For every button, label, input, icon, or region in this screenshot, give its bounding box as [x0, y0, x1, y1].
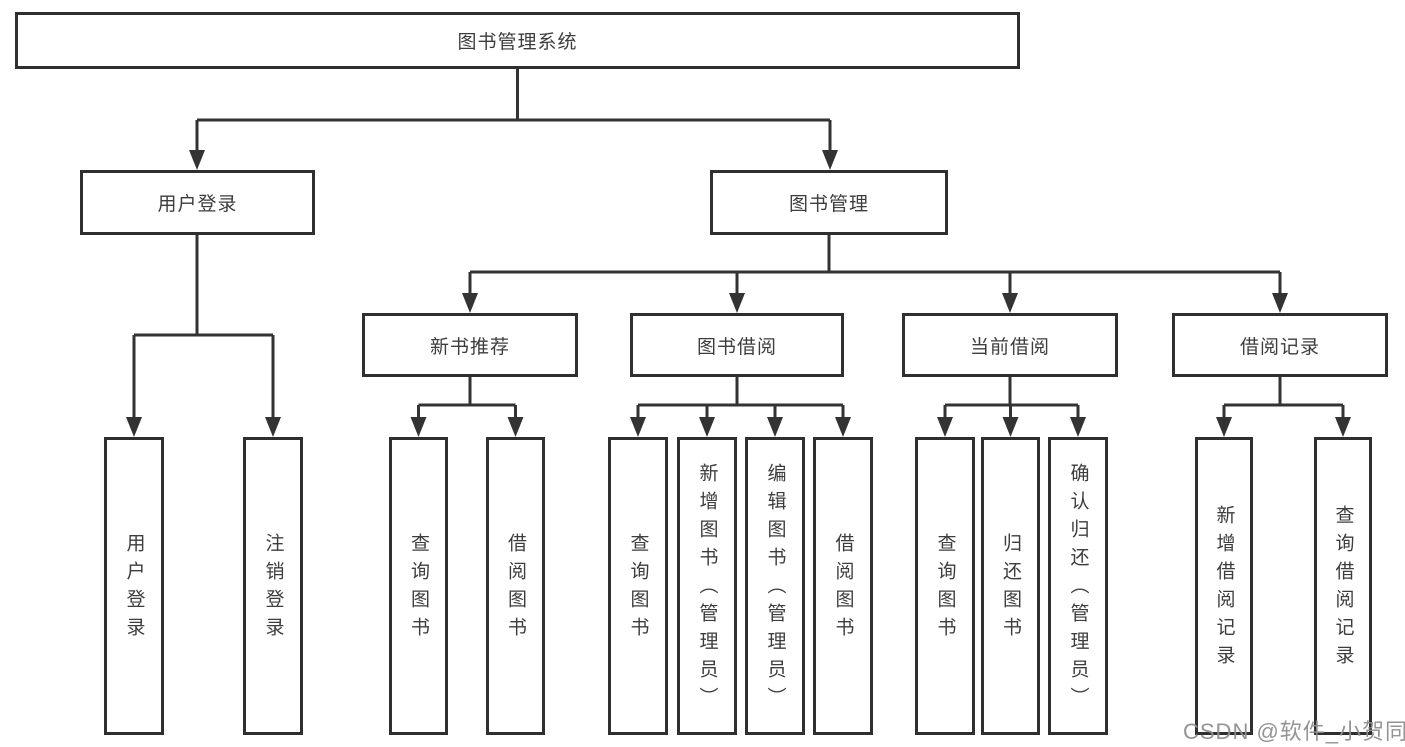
- leaf-edit-book-admin: 编辑图书（管理员）: [745, 437, 805, 735]
- leaf-borrow-book-recommend: 借阅图书: [486, 437, 545, 735]
- leaf-borrow-book-borrowing: 借阅图书: [813, 437, 873, 735]
- leaf-logout: 注销登录: [243, 437, 303, 735]
- csdn-watermark: CSDN @软件_小贺同学: [1183, 719, 1405, 744]
- leaf-user-login: 用户登录: [104, 437, 164, 735]
- node-new-book-recommend: 新书推荐: [362, 313, 578, 377]
- node-user-login: 用户登录: [80, 170, 315, 235]
- leaf-add-borrow-record: 新增借阅记录: [1195, 437, 1253, 735]
- node-borrowing-records: 借阅记录: [1172, 313, 1388, 377]
- leaf-query-borrow-record: 查询借阅记录: [1314, 437, 1372, 735]
- node-book-borrowing: 图书借阅: [630, 313, 844, 377]
- leaf-query-book-borrowing: 查询图书: [608, 437, 668, 735]
- leaf-confirm-return-admin: 确认归还（管理员）: [1048, 437, 1108, 735]
- leaf-add-book-admin: 新增图书（管理员）: [677, 437, 737, 735]
- leaf-query-book-current: 查询图书: [915, 437, 975, 735]
- node-current-borrowing: 当前借阅: [902, 313, 1118, 377]
- node-root-library-management-system: 图书管理系统: [15, 12, 1020, 69]
- node-book-management: 图书管理: [710, 170, 948, 235]
- leaf-return-book: 归还图书: [981, 437, 1040, 735]
- leaf-query-book-recommend: 查询图书: [389, 437, 448, 735]
